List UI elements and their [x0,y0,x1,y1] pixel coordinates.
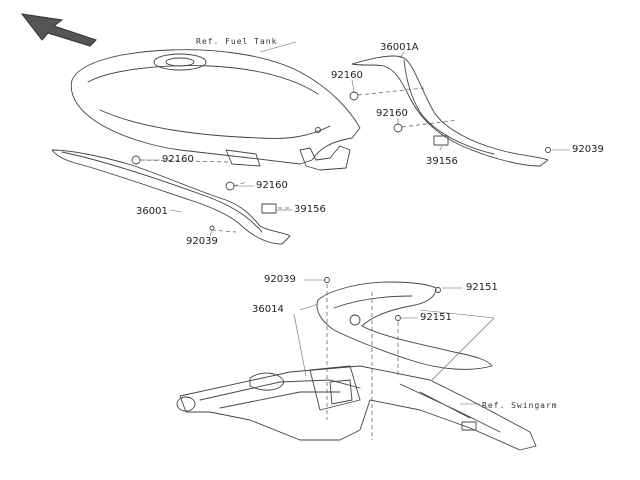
front-direction-arrow-icon [20,13,97,47]
swingarm-right-arm [399,383,501,433]
fuel-tank-mount [225,149,261,167]
part-92151-label-1: 92151 [466,282,498,293]
side-cover-left [51,149,291,245]
side-cover-left-edge [61,151,263,233]
rear-fender [316,281,493,370]
swingarm-outline [179,365,537,451]
swingarm-pivot [176,396,196,412]
swingarm-inner-arm [199,379,361,409]
ref-fuel-tank-label: Ref. Fuel Tank [196,37,278,46]
part-92151-label-2: 92151 [420,312,452,323]
pad-left [261,203,277,214]
fuel-tank-side-contour [99,109,331,139]
part-92160-label-3: 92160 [162,154,194,165]
part-36014-label: 36014 [252,304,284,315]
fuel-cap-ring [153,53,207,71]
fuel-tank-top-edge [87,65,319,95]
grommet-1 [349,91,359,101]
part-36001A-label: 36001A [380,42,419,53]
grommet-3 [131,155,141,165]
ref-swingarm-label: Ref. Swingarm [482,401,558,410]
part-92039-label-3: 92039 [264,274,296,285]
screw-2 [209,225,215,231]
side-cover-right-edge [403,59,495,155]
part-92160-label-1: 92160 [331,70,363,81]
part-92039-label-2: 92039 [186,236,218,247]
screw-1 [545,147,551,153]
fuel-tank-outline [70,49,361,165]
grommet-2 [393,123,403,133]
part-36001-label: 36001 [136,206,168,217]
rear-fender-inner [333,295,413,309]
part-39156-label-2: 39156 [294,204,326,215]
side-cover-right [351,55,549,167]
screw-3 [324,277,330,283]
swingarm-crossmember [309,365,361,411]
part-92039-label-1: 92039 [572,144,604,155]
part-92160-label-2: 92160 [376,108,408,119]
part-39156-label-1: 39156 [426,156,458,167]
pad-right [433,135,449,146]
fuel-cap [165,57,195,67]
grommet-4 [225,181,235,191]
fender-bolt-hole [349,314,361,326]
part-92160-label-4: 92160 [256,180,288,191]
fuel-tank-lower-bracket [299,145,351,171]
